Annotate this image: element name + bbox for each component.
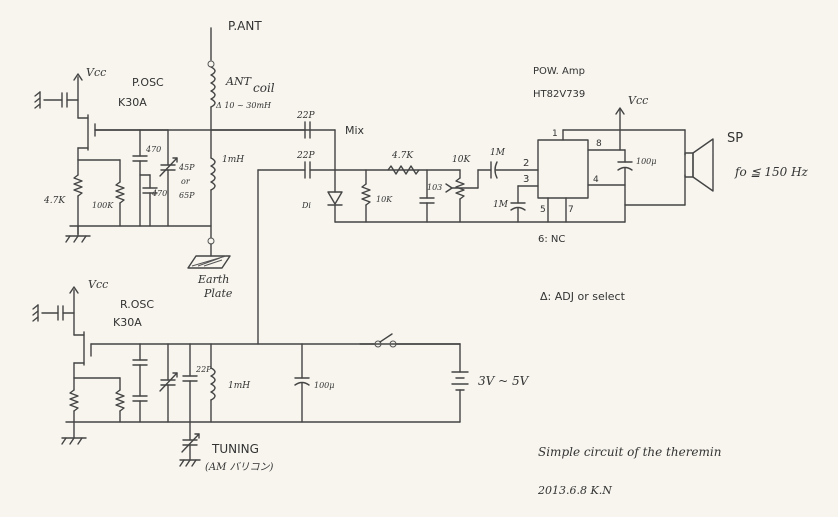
p-osc-r100k-label: 100K bbox=[92, 201, 114, 210]
volume-pot bbox=[445, 169, 479, 223]
p-osc-c470b-label: 470 bbox=[151, 189, 167, 198]
p-osc-vc45-label: 45P bbox=[178, 163, 195, 172]
p-osc-c470a-label: 470 bbox=[145, 145, 161, 154]
mix-c103-label: 103 bbox=[427, 183, 442, 192]
speaker-freq: fo ≦ 150 Hz bbox=[734, 165, 809, 179]
p-osc-vc65-label: 65P bbox=[179, 191, 195, 200]
amp-title-1: POW. Amp bbox=[533, 66, 585, 77]
mix-diode bbox=[327, 169, 343, 223]
speaker-label: SP bbox=[727, 131, 743, 146]
mix-diode-label: Di bbox=[301, 201, 311, 210]
r-osc-vcc bbox=[69, 286, 79, 336]
amp-pin4: 4 bbox=[593, 175, 599, 185]
mix-r47k bbox=[387, 165, 420, 175]
p-osc-label: P.OSC bbox=[132, 76, 164, 89]
power-switch bbox=[359, 333, 461, 348]
amp-bypass-cap bbox=[510, 185, 539, 223]
r-osc-bypass-cap bbox=[32, 304, 75, 322]
mix-r10k-label: 10K bbox=[376, 195, 393, 204]
volume-pot-label: 10K bbox=[452, 155, 471, 165]
earth-label-1: Earth bbox=[197, 273, 229, 286]
p-osc-coil bbox=[207, 129, 216, 245]
amp-pin1: 1 bbox=[552, 129, 558, 139]
mix-r47k-label: 4.7K bbox=[391, 151, 414, 161]
p-osc-ground-symbol bbox=[65, 225, 91, 243]
r-osc-cap-100u bbox=[294, 343, 310, 423]
amp-title-2: HT82V739 bbox=[533, 89, 585, 100]
r-osc-fet-label: K30A bbox=[113, 316, 142, 329]
p-osc-vc-or-label: or bbox=[181, 177, 191, 186]
r-osc-vcc-label: Vcc bbox=[88, 278, 108, 291]
p-osc-varcap bbox=[159, 129, 178, 227]
mix-cap-22p-bottom bbox=[257, 161, 461, 179]
r-osc-c100u-label: 100μ bbox=[314, 381, 334, 390]
tuning-sub-label: (AM バリコン) bbox=[205, 461, 274, 473]
amp-pin2: 2 bbox=[523, 158, 529, 169]
amp-pin8: 8 bbox=[596, 139, 602, 149]
r-osc-caps bbox=[132, 343, 148, 423]
amp-vcc-wire bbox=[562, 107, 686, 156]
p-osc-cap-470-a bbox=[132, 129, 148, 227]
amp-vcc-label: Vcc bbox=[628, 94, 648, 107]
signature-date: 2013.6.8 K.N bbox=[537, 484, 612, 497]
r-osc-cap-22p bbox=[182, 343, 198, 423]
ant-coil-label: ANT bbox=[225, 75, 253, 88]
earth-plate bbox=[187, 243, 231, 269]
p-osc-left-branch bbox=[73, 159, 125, 235]
earth-label-2: Plate bbox=[203, 287, 233, 300]
r-osc-varcap bbox=[159, 343, 178, 423]
p-osc-vcc bbox=[73, 73, 83, 119]
amp-ic-body bbox=[537, 139, 589, 199]
speaker-icon bbox=[684, 138, 714, 192]
antenna-label: P.ANT bbox=[228, 19, 262, 33]
r-osc-fet bbox=[73, 331, 92, 379]
r-osc-coil bbox=[210, 343, 216, 423]
amp-pin7: 7 bbox=[568, 205, 574, 215]
mix-c22p-bottom-label: 22P bbox=[296, 151, 315, 161]
amp-input-cap bbox=[477, 161, 539, 189]
antenna bbox=[207, 27, 216, 131]
r-osc-resistors bbox=[69, 377, 125, 423]
amp-decoupling-cap bbox=[617, 149, 686, 223]
mix-label: Mix bbox=[345, 124, 365, 137]
tuning-label: TUNING bbox=[211, 442, 259, 456]
p-osc-coil-label: 1mH bbox=[222, 155, 244, 165]
mix-cap-22p-top bbox=[210, 121, 336, 171]
mix-r10k bbox=[361, 169, 371, 223]
amp-input-cap-label: 1M bbox=[490, 148, 506, 158]
p-osc-cap-470-b bbox=[139, 174, 158, 227]
battery-label: 3V ~ 5V bbox=[478, 374, 530, 388]
r-osc-ground-symbol bbox=[61, 421, 87, 445]
mix-cap-103 bbox=[419, 169, 435, 223]
r-osc-c22p-label: 22P bbox=[195, 365, 212, 374]
p-osc-r47k-label: 4.7K bbox=[43, 196, 66, 206]
p-osc-vcc-label: Vcc bbox=[86, 66, 106, 79]
ant-coil-value: Δ 10 ~ 30mH bbox=[215, 101, 272, 110]
battery-icon bbox=[451, 343, 469, 423]
amp-pin5: 5 bbox=[540, 205, 546, 215]
p-osc-bypass-cap bbox=[34, 91, 79, 109]
mix-c22p-top-label: 22P bbox=[296, 111, 315, 121]
r-osc-coil-label: 1mH bbox=[228, 381, 250, 391]
tuning-varcap bbox=[179, 421, 201, 467]
amp-pin6-note: 6: NC bbox=[538, 234, 565, 245]
adj-note: Δ: ADJ or select bbox=[540, 290, 626, 303]
amp-bypass-cap-label: 1M bbox=[493, 200, 509, 210]
amp-pin3: 3 bbox=[523, 174, 529, 185]
amp-decoupling-label: 100μ bbox=[636, 157, 656, 166]
p-osc-fet-label: K30A bbox=[118, 96, 147, 109]
diagram-title: Simple circuit of the theremin bbox=[538, 445, 721, 459]
ant-coil-label-2: coil bbox=[253, 81, 275, 95]
r-osc-label: R.OSC bbox=[120, 298, 154, 311]
